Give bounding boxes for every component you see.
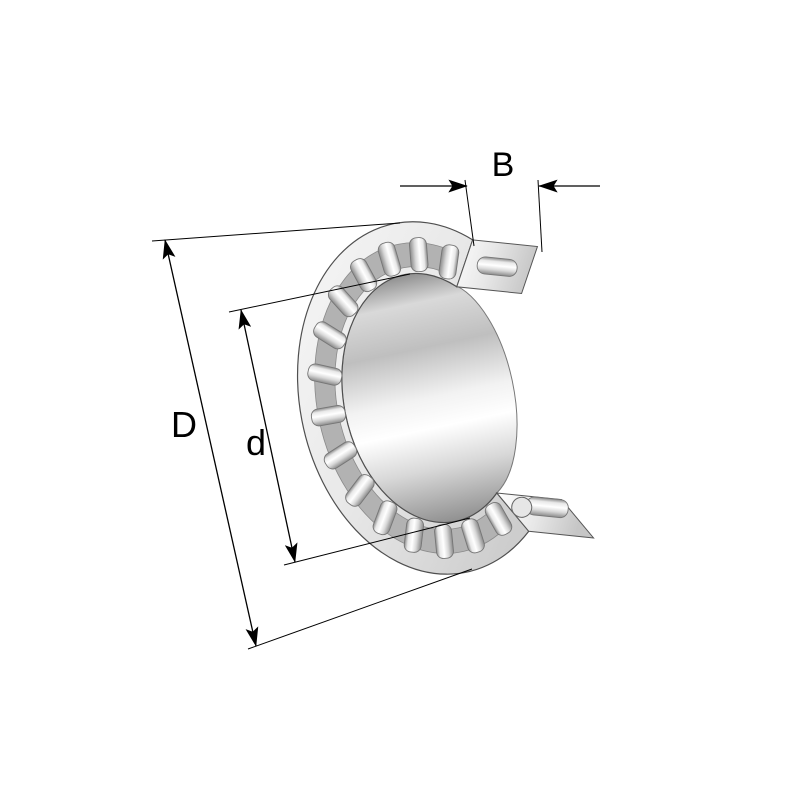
dim-line-D	[162, 239, 259, 647]
section-roller-top	[476, 256, 518, 277]
roller	[484, 502, 513, 536]
roller	[350, 258, 378, 293]
dimension-D: D	[151, 222, 473, 650]
label-d: d	[246, 422, 266, 463]
label-B: B	[492, 146, 515, 184]
ext-line-d-top	[228, 273, 411, 313]
ext-line-d-bottom	[283, 517, 471, 566]
roller	[310, 405, 347, 427]
roller	[403, 517, 424, 553]
ext-line-B-right	[537, 179, 543, 253]
roller	[372, 500, 398, 536]
section-roller-end	[511, 496, 533, 518]
roller	[307, 363, 343, 386]
roller	[313, 321, 347, 350]
cut-section-top	[456, 239, 539, 295]
label-D: D	[171, 404, 197, 445]
roller	[438, 244, 460, 280]
ext-line-D-top	[151, 222, 401, 242]
roller	[461, 518, 485, 554]
ext-line-D-bottom	[247, 568, 473, 650]
cut-section-bottom	[495, 492, 595, 539]
dimension-B: B	[400, 146, 600, 253]
dim-line-d	[238, 309, 298, 563]
bearing-illustration	[296, 221, 595, 575]
roller	[323, 441, 358, 470]
roller-set	[307, 237, 513, 559]
dimension-d: d	[228, 273, 471, 566]
roller	[409, 237, 429, 273]
roller	[434, 523, 454, 559]
roller	[345, 474, 375, 507]
roller	[377, 241, 402, 277]
roller	[327, 285, 359, 318]
